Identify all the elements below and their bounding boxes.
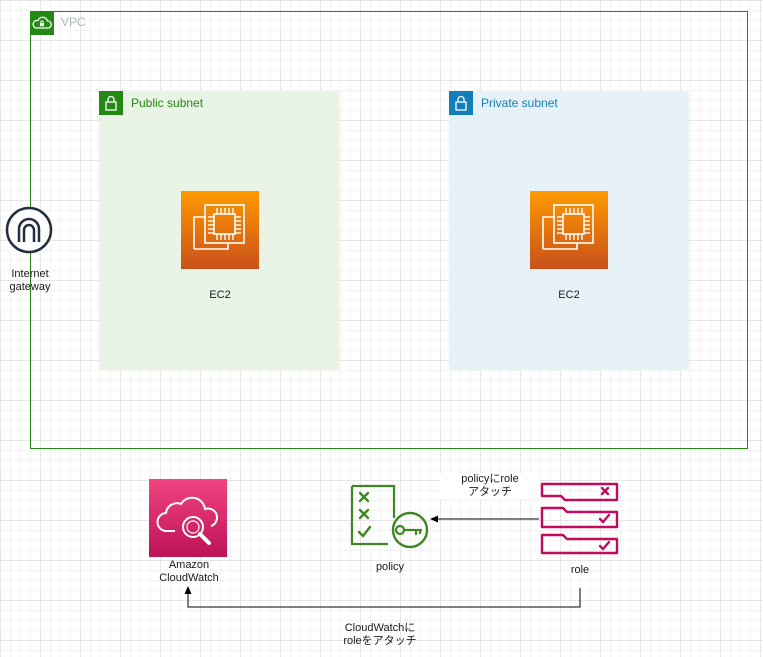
internet-gateway-label: Internet gateway <box>9 268 51 293</box>
internet-gateway-node[interactable] <box>5 206 53 254</box>
edge-label-role-to-cloudwatch: CloudWatchに roleをアタッチ <box>343 622 417 647</box>
role-stack-icon <box>540 482 619 555</box>
policy-node[interactable] <box>350 484 430 550</box>
lock-icon <box>105 95 117 111</box>
role-label: role <box>570 564 590 576</box>
ec2-public-label: EC2 <box>209 289 231 301</box>
private-subnet-badge <box>449 91 473 115</box>
cloud-lock-icon <box>32 16 52 29</box>
ec2-private-label: EC2 <box>558 289 580 301</box>
vpc-label: VPC <box>61 15 86 29</box>
edge-role-to-policy[interactable] <box>430 515 539 523</box>
public-subnet-badge <box>99 91 123 115</box>
chip-icon <box>193 204 245 250</box>
public-subnet-label: Public subnet <box>131 96 204 110</box>
cloudwatch-node[interactable] <box>149 479 227 557</box>
ec2-private-node[interactable] <box>530 191 608 269</box>
cloudwatch-label: Amazon CloudWatch <box>159 559 219 584</box>
private-subnet-label: Private subnet <box>481 96 558 110</box>
chip-icon <box>542 204 594 250</box>
gateway-arch-icon <box>5 206 53 254</box>
policy-label: policy <box>375 561 405 573</box>
role-node[interactable] <box>540 481 620 556</box>
ec2-public-node[interactable] <box>181 191 259 269</box>
lock-icon <box>455 95 467 111</box>
edge-label-role-to-policy: policyにrole アタッチ <box>440 473 540 499</box>
checklist-key-icon <box>350 484 429 549</box>
edge-role-to-cloudwatch[interactable] <box>184 586 581 608</box>
vpc-badge <box>30 11 54 35</box>
cloud-magnifier-icon <box>156 496 218 545</box>
